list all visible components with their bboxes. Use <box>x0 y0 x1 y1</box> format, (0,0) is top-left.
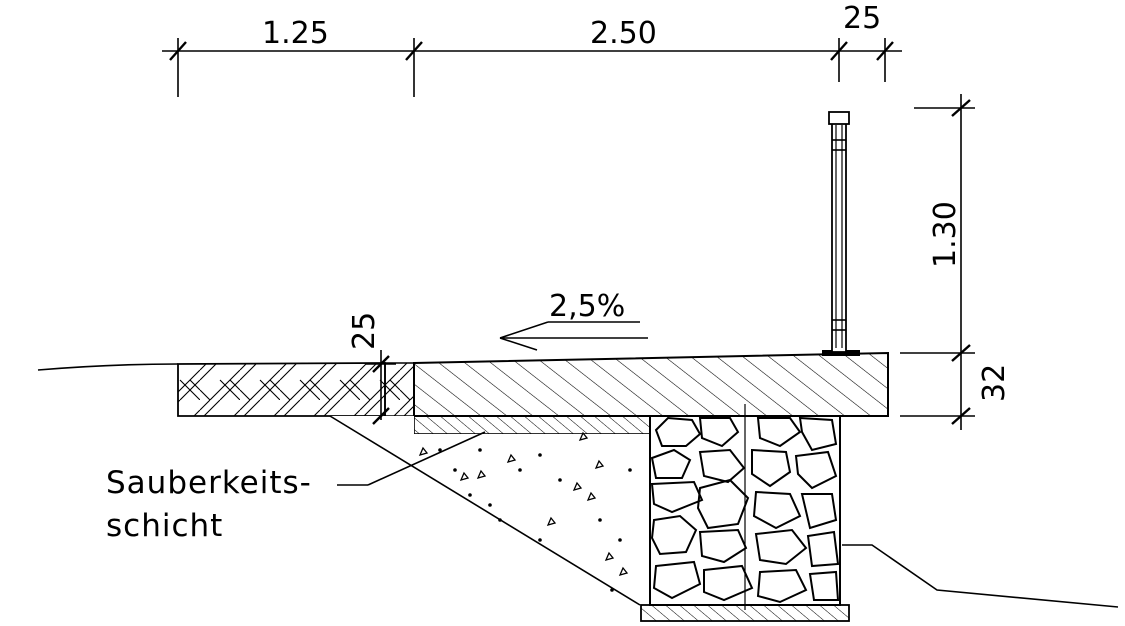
dim-1-25: 1.25 <box>262 16 329 51</box>
dim-25-top: 25 <box>843 1 881 36</box>
stone <box>650 448 692 479</box>
aggregate-dot <box>488 503 492 507</box>
edge-strip <box>384 362 415 417</box>
callout-line-1: Sauberkeits- <box>106 465 312 501</box>
dim-1-30: 1.30 <box>928 201 963 268</box>
aggregate-dot <box>558 478 562 482</box>
aggregate-mark <box>604 551 615 562</box>
stone <box>698 448 746 484</box>
aggregate-mark <box>459 471 470 482</box>
aggregate-mark <box>618 566 629 577</box>
ground-line-right <box>842 544 1119 608</box>
stone <box>652 560 702 600</box>
stone <box>698 417 740 448</box>
slope-label: 2,5% <box>549 289 625 324</box>
concrete-slab <box>413 351 889 417</box>
slope-arrow <box>499 321 648 351</box>
aggregate-dot <box>453 468 457 472</box>
aggregate-dot <box>628 468 632 472</box>
aggregate-mark <box>578 431 589 442</box>
aggregate-mark <box>594 459 605 470</box>
small-dimension <box>366 350 396 425</box>
stone <box>751 448 792 488</box>
aggregate-dot <box>538 453 542 457</box>
paving-section <box>177 362 386 417</box>
railing <box>822 111 860 356</box>
aggregate-dot <box>598 518 602 522</box>
aggregate-dot <box>618 538 622 542</box>
stone <box>650 480 704 514</box>
callout-line-2: schicht <box>106 508 223 544</box>
callout-leader <box>337 431 486 486</box>
stone <box>698 528 748 564</box>
stone <box>703 564 754 602</box>
dim-32: 32 <box>977 364 1012 402</box>
blinding-layer <box>413 415 651 435</box>
aggregate-mark <box>476 469 487 480</box>
aggregate-dot <box>498 518 502 522</box>
stone <box>752 490 802 530</box>
stone <box>808 570 840 601</box>
fill-wedge <box>329 415 650 606</box>
dim-2-50: 2.50 <box>590 16 657 51</box>
ground-line-left <box>37 363 179 371</box>
stone <box>794 450 838 490</box>
right-dimension-chain <box>900 94 975 430</box>
aggregate-dot <box>518 468 522 472</box>
aggregate-dot <box>438 448 442 452</box>
aggregate-dot <box>478 448 482 452</box>
stone <box>654 416 702 447</box>
dim-25-vertical: 25 <box>347 312 382 350</box>
stone <box>696 478 750 530</box>
top-dimension-chain <box>162 38 902 97</box>
stone <box>806 530 840 568</box>
aggregate-dot <box>610 588 614 592</box>
stone <box>650 514 698 556</box>
aggregate-dot <box>468 493 472 497</box>
stone <box>756 417 802 448</box>
aggregate-dot <box>538 538 542 542</box>
aggregate-mark <box>586 491 597 502</box>
aggregate-mark <box>506 453 517 464</box>
aggregate-mark <box>572 481 583 492</box>
stone <box>756 568 808 604</box>
aggregate-mark <box>546 516 557 527</box>
aggregate-mark <box>418 446 429 457</box>
stone <box>800 493 838 530</box>
stone <box>754 528 808 566</box>
stone <box>798 416 838 452</box>
